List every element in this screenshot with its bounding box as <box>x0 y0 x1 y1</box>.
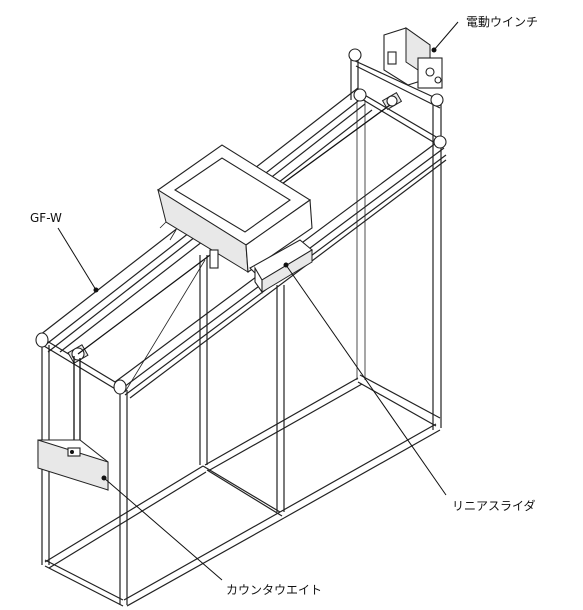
counterweight-leader-dot <box>101 475 107 481</box>
back-frame <box>204 55 442 519</box>
tray <box>157 144 313 273</box>
linear-slider <box>249 239 313 294</box>
rail-leader-line <box>57 227 97 291</box>
counterweight-label: カウンタウエイト <box>226 583 322 597</box>
winch-leader-dot <box>431 47 437 53</box>
electric-winch <box>383 27 443 89</box>
counterweight <box>37 439 109 491</box>
front-frame <box>41 255 285 607</box>
winch-label: 電動ウインチ <box>466 15 538 29</box>
rail-label: GF-W <box>30 211 62 225</box>
slider-label: リニアスライダ <box>452 498 536 513</box>
callouts: 電動ウインチ GF-W リニアスライダ カウンタウエイト <box>30 15 538 597</box>
rail-leader-dot <box>93 287 99 293</box>
counterweight-leader-line <box>103 477 223 581</box>
slider-leader-dot <box>283 262 289 268</box>
winch-leader-line <box>433 21 459 51</box>
slider-leader-line <box>285 264 447 496</box>
